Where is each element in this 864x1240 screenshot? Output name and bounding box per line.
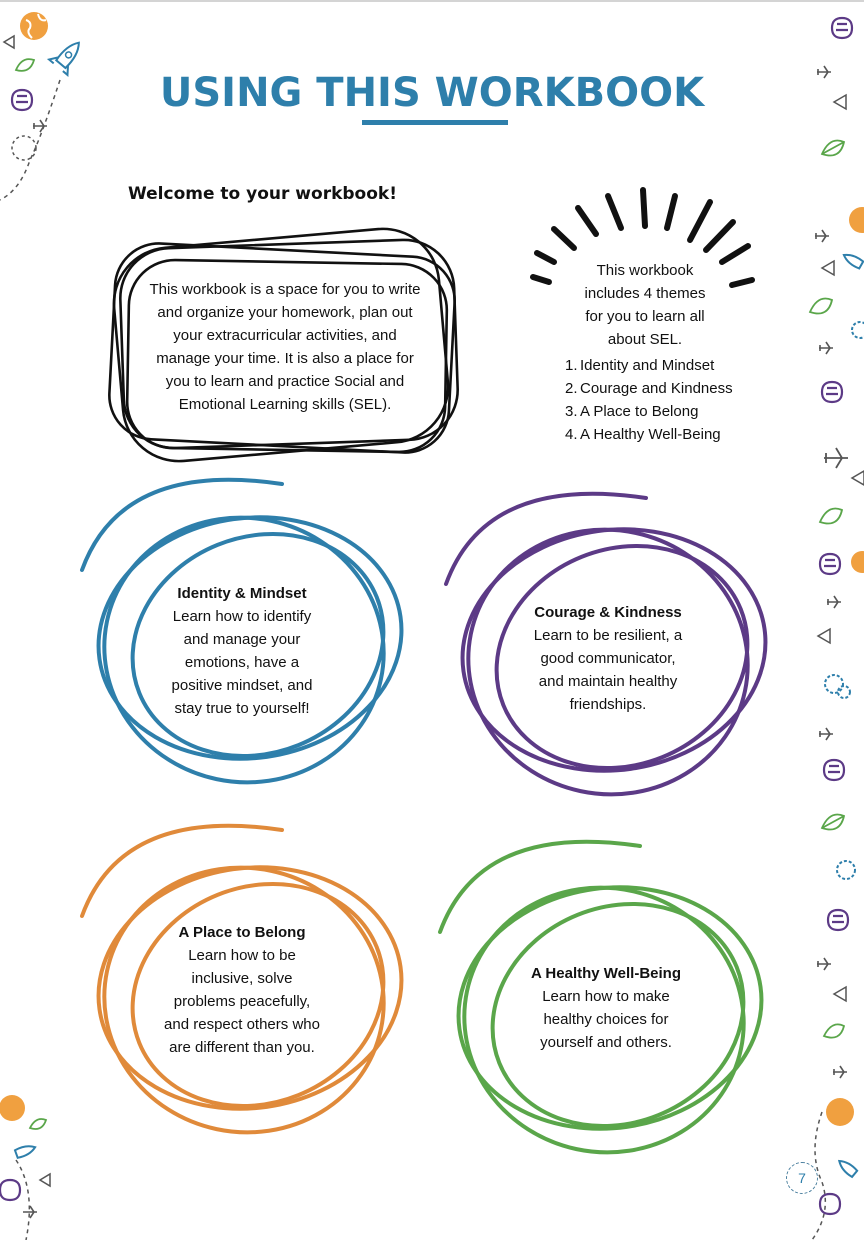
burst-icon bbox=[530, 187, 755, 288]
intro-line: manage your time. It is also a place for bbox=[156, 350, 414, 367]
circle-title: A Healthy Well-Being bbox=[530, 965, 682, 982]
intro-line: and organize your homework, plan out bbox=[157, 304, 413, 321]
title-underline bbox=[362, 120, 508, 125]
page-title: USING THIS WORKBOOK bbox=[159, 70, 705, 116]
welcome-heading: Welcome to your workbook! bbox=[128, 184, 397, 204]
top-border bbox=[0, 0, 864, 2]
intro-line: Emotional Learning skills (SEL). bbox=[178, 396, 392, 413]
page-number: 7 bbox=[786, 1162, 818, 1194]
themes-list: 1.Identity and Mindset 2.Courage and Kin… bbox=[565, 354, 733, 446]
identity-mindset-block: Identity & Mindset Learn how to identify… bbox=[152, 582, 332, 720]
circle-title: A Place to Belong bbox=[178, 924, 306, 941]
intro-line: your extracurricular activities, and bbox=[173, 327, 397, 344]
place-to-belong-block: A Place to Belong Learn how to be inclus… bbox=[150, 921, 334, 1059]
courage-kindness-block: Courage & Kindness Learn to be resilient… bbox=[516, 601, 700, 716]
intro-frame bbox=[108, 227, 459, 463]
theme-item: 2.Courage and Kindness bbox=[565, 380, 733, 397]
themes-intro: This workbook includes 4 themes for you … bbox=[560, 259, 730, 351]
healthy-well-being-block: A Healthy Well-Being Learn how to make h… bbox=[512, 962, 700, 1054]
circle-title: Identity & Mindset bbox=[177, 585, 307, 602]
intro-line: This workbook is a space for you to writ… bbox=[149, 281, 421, 298]
theme-item: 3.A Place to Belong bbox=[565, 403, 699, 420]
themes-intro-line: about SEL. bbox=[607, 331, 683, 348]
courage-scribble bbox=[444, 491, 768, 797]
intro-paragraph: This workbook is a space for you to writ… bbox=[142, 278, 428, 416]
identity-scribble bbox=[80, 477, 404, 785]
theme-item: 1.Identity and Mindset bbox=[565, 357, 715, 374]
themes-intro-line: This workbook bbox=[596, 262, 694, 279]
theme-item: 4.A Healthy Well-Being bbox=[565, 426, 721, 443]
wellbeing-scribble bbox=[438, 839, 764, 1155]
themes-intro-line: for you to learn all bbox=[585, 308, 705, 325]
intro-line: you to learn and practice Social and bbox=[165, 373, 405, 390]
belong-scribble bbox=[80, 823, 404, 1135]
themes-intro-line: includes 4 themes bbox=[584, 285, 706, 302]
circle-title: Courage & Kindness bbox=[534, 604, 682, 621]
